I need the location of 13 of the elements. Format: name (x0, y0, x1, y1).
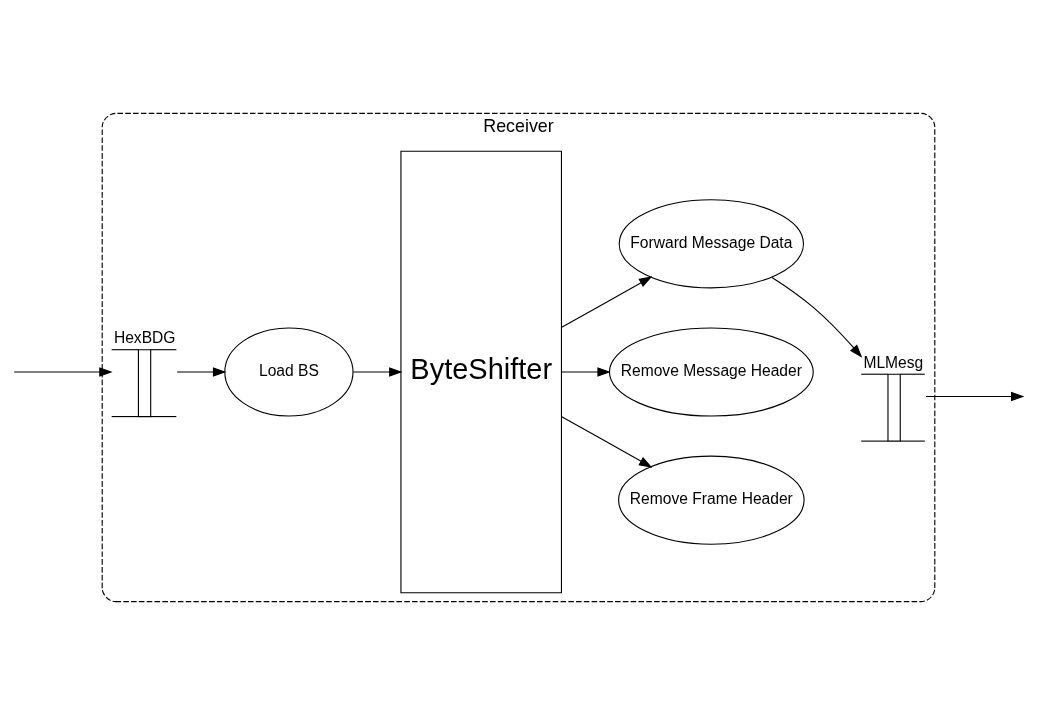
node-label: MLMesg (863, 353, 924, 371)
node-ellipse: Remove Message Header (608, 327, 814, 417)
arrow (176, 367, 227, 377)
node-label: HexBDG (113, 329, 176, 347)
arrow (771, 276, 863, 358)
arrow (561, 276, 653, 328)
arrow (561, 416, 653, 468)
node-box: ByteShifter (400, 150, 562, 594)
arrow (352, 367, 403, 377)
arrow (925, 391, 1025, 402)
arrow (561, 367, 611, 377)
arrow (13, 367, 113, 377)
node-ellipse: Load BS (224, 327, 354, 417)
